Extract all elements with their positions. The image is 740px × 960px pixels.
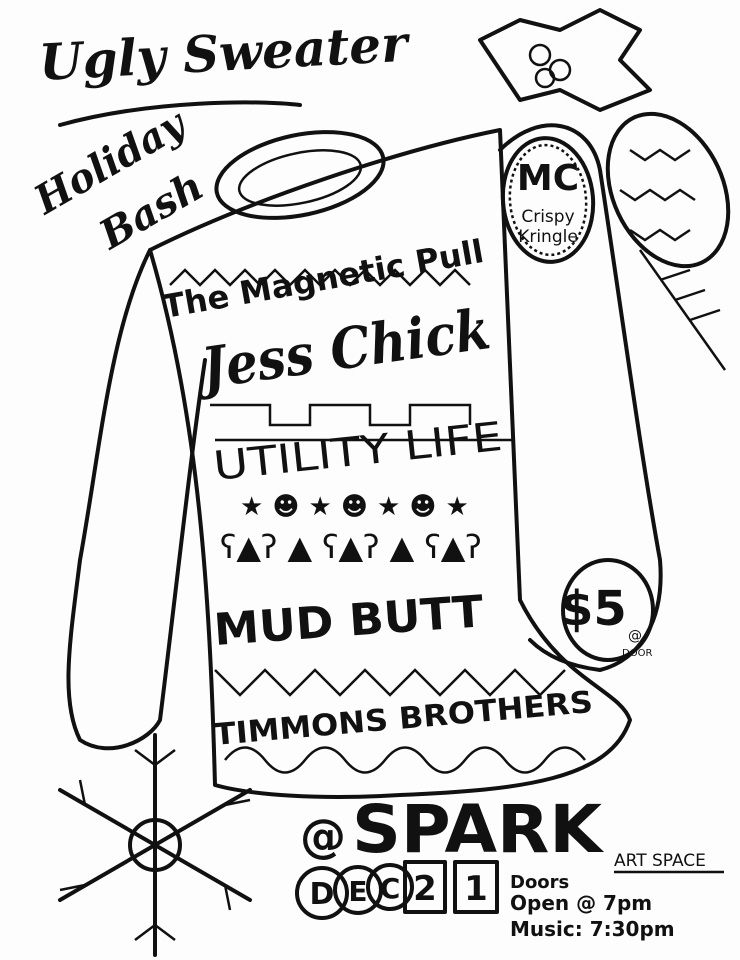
doors-line2: Open @ 7pm xyxy=(510,891,652,915)
snowflake-icon xyxy=(58,733,252,957)
date-ornaments xyxy=(295,860,499,920)
venue-name: SPARK xyxy=(352,791,605,868)
venue-at: @ xyxy=(300,809,346,863)
title-line1: Ugly Sweater xyxy=(38,14,413,92)
price-where: Door xyxy=(622,648,652,659)
right-sleeve xyxy=(498,123,663,672)
collar xyxy=(214,130,386,220)
band-timmons-brothers: Timmons Brothers xyxy=(213,685,595,753)
venue-sub: ART SPACE xyxy=(614,851,706,871)
price-at: @ xyxy=(628,628,642,644)
holly-icon xyxy=(478,8,652,112)
price-amount: $5 xyxy=(560,581,627,637)
band-utility-life: Utility Life xyxy=(211,414,504,490)
date-month-c: C xyxy=(380,872,401,905)
mc-name-line1: Crispy xyxy=(521,207,574,227)
svg-text:ʕ▲ʔ ▲ ʕ▲ʔ ▲ ʕ▲ʔ: ʕ▲ʔ ▲ ʕ▲ʔ ▲ ʕ▲ʔ xyxy=(220,528,482,566)
date-month-e: E xyxy=(348,875,367,908)
pinecone-icon xyxy=(605,111,731,371)
date-month-d: D xyxy=(310,877,335,912)
music-time: Music: 7:30pm xyxy=(510,917,675,941)
date-day-2: 2 xyxy=(413,869,437,909)
left-sleeve xyxy=(66,248,207,751)
mc-label: MC xyxy=(517,158,579,199)
stars-trees-bears-pattern: ★ ☻ ★ ☻ ★ ☻ ★ ʕ▲ʔ ▲ ʕ▲ʔ ▲ ʕ▲ʔ xyxy=(220,492,482,566)
svg-text:★ ☻ ★ ☻ ★ ☻ ★: ★ ☻ ★ ☻ ★ ☻ ★ xyxy=(240,492,469,522)
band-mud-butt: Mud Butt xyxy=(212,586,485,656)
mc-badge xyxy=(500,136,596,264)
date-day-1: 1 xyxy=(464,869,488,909)
doors-line1: Doors xyxy=(510,872,569,893)
sweater-body xyxy=(148,128,632,799)
mc-name-line2: Kringle xyxy=(518,227,578,247)
